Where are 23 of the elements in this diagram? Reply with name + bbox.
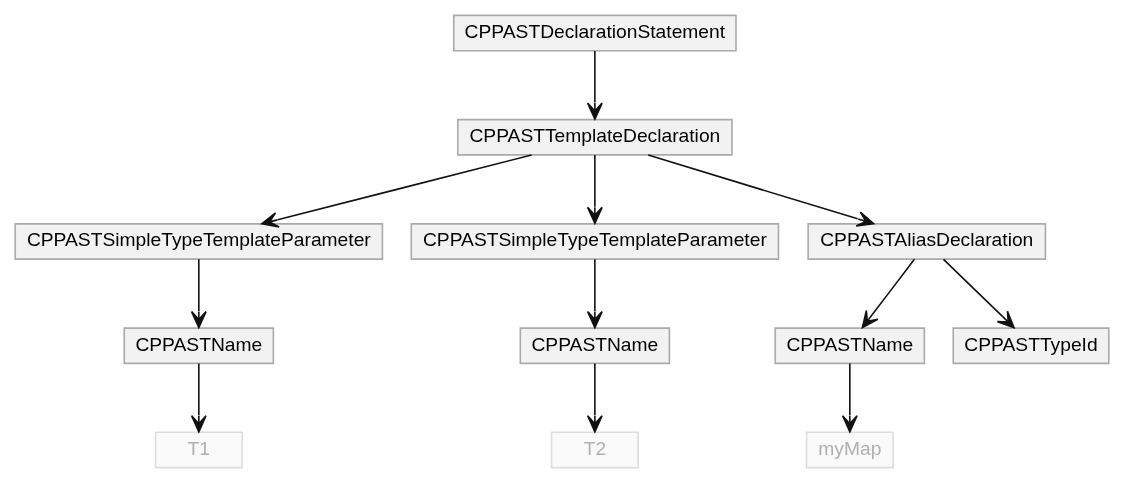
- arrow: [190, 258, 207, 328]
- node-box: CPPASTAliasDeclaration: [807, 222, 1047, 260]
- arrow: [647, 153, 875, 227]
- arrow: [190, 362, 207, 433]
- arrow: [586, 153, 603, 224]
- arrow: [586, 362, 603, 433]
- node-box: CPPASTName: [519, 326, 671, 364]
- node-box: CPPASTSimpleTypeTemplateParameter: [410, 222, 780, 260]
- node-box: CPPASTDeclarationStatement: [452, 14, 737, 51]
- node-box: T1: [154, 431, 243, 468]
- arrow: [861, 258, 916, 328]
- node-box: myMap: [805, 431, 894, 468]
- node-box: CPPASTSimpleTypeTemplateParameter: [14, 222, 384, 260]
- arrow: [261, 153, 533, 228]
- arrow: [841, 362, 858, 433]
- arrow: [942, 258, 1015, 328]
- node-box: T2: [550, 431, 639, 468]
- node-box: CPPASTTypeId: [952, 326, 1110, 364]
- node-box: CPPASTTemplateDeclaration: [456, 118, 733, 156]
- arrow: [586, 49, 603, 120]
- node-box: CPPASTName: [123, 326, 275, 364]
- node-box: CPPASTName: [774, 326, 926, 364]
- arrow: [586, 258, 603, 328]
